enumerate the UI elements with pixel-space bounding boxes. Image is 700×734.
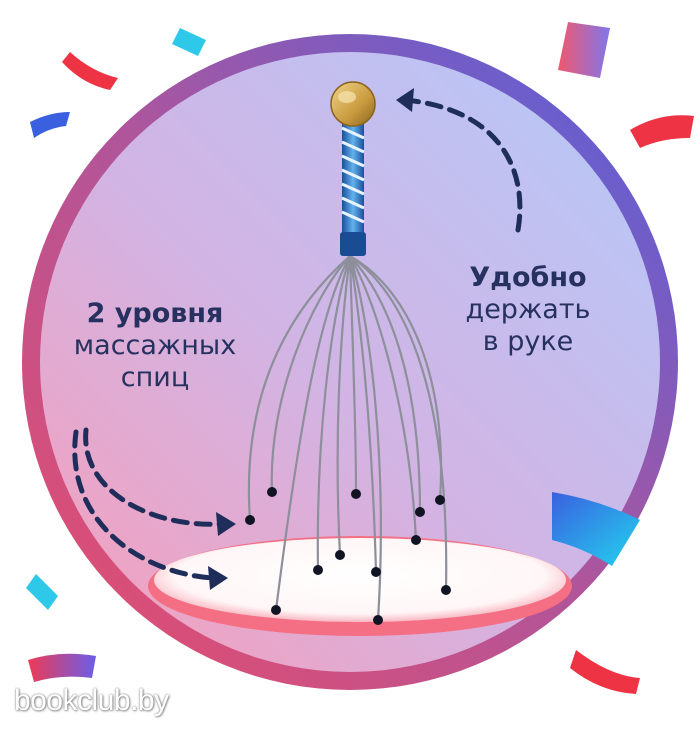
circle-background xyxy=(40,52,660,672)
caption-heading: 2 уровня xyxy=(86,298,224,329)
white-base-platform xyxy=(148,536,572,636)
feature-caption-comfortable-grip: Удобно держать в руке xyxy=(438,262,618,358)
site-watermark: bookclub.by xyxy=(14,684,169,717)
feature-caption-massage-levels: 2 уровня массажных спиц xyxy=(55,298,255,394)
head-massager-image xyxy=(245,81,451,625)
caption-line: массажных xyxy=(73,329,237,361)
caption-line: в руке xyxy=(482,325,574,357)
caption-line: спиц xyxy=(120,361,190,393)
caption-heading: Удобно xyxy=(469,262,587,293)
caption-line: держать xyxy=(465,293,591,325)
dashed-arrow-icon xyxy=(72,97,523,581)
arrowhead-icon xyxy=(208,88,414,590)
confetti-decoration xyxy=(552,492,640,566)
